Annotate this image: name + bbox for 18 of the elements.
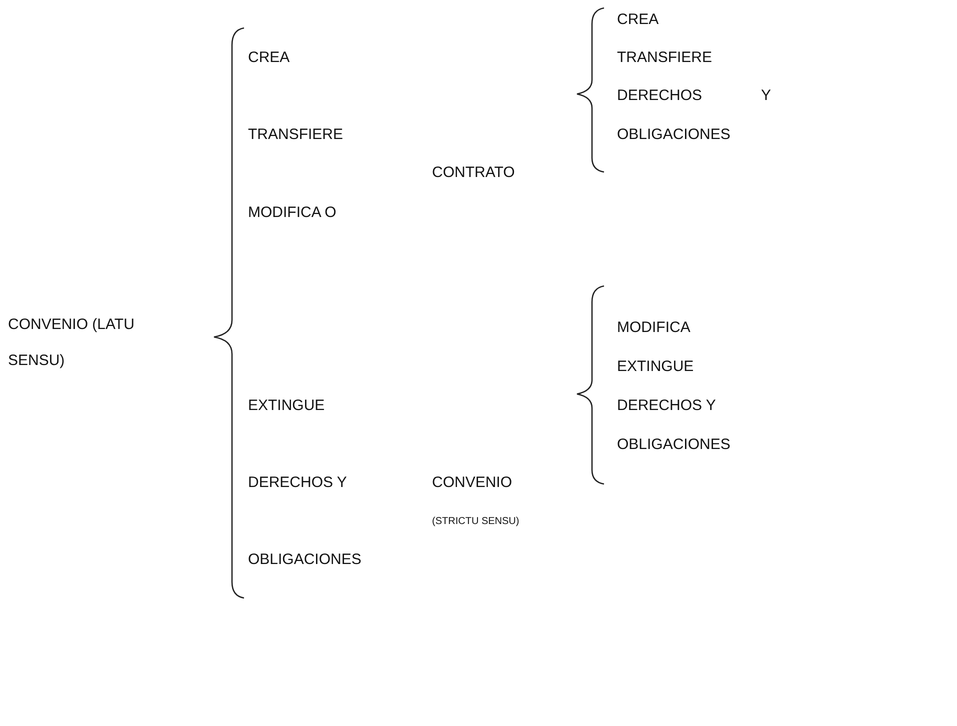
term-label: CREA [248, 48, 290, 68]
term-label: EXTINGUE [248, 396, 325, 416]
term-label: CONVENIO (LATU SENSU) [8, 315, 136, 371]
term-label: MODIFICA O [248, 203, 336, 223]
term-label: OBLIGACIONES [617, 125, 730, 145]
term-label: DERECHOS Y [617, 86, 771, 106]
term-label: TRANSFIERE [248, 125, 344, 145]
term-label: CONTRATO [432, 163, 515, 183]
term-label: DERECHOS Y [617, 396, 716, 416]
term-label: CONVENIO [432, 473, 512, 493]
term-label: TRANSFIERE [617, 48, 712, 68]
term-label: (STRICTU SENSU) [432, 515, 520, 529]
term-label: OBLIGACIONES [617, 435, 730, 455]
term-label: MODIFICA [617, 318, 690, 338]
term-label: CREA [617, 10, 659, 30]
term-label: DERECHOS Y [248, 473, 347, 493]
term-label: EXTINGUE [617, 357, 694, 377]
term-label: OBLIGACIONES [248, 550, 362, 570]
